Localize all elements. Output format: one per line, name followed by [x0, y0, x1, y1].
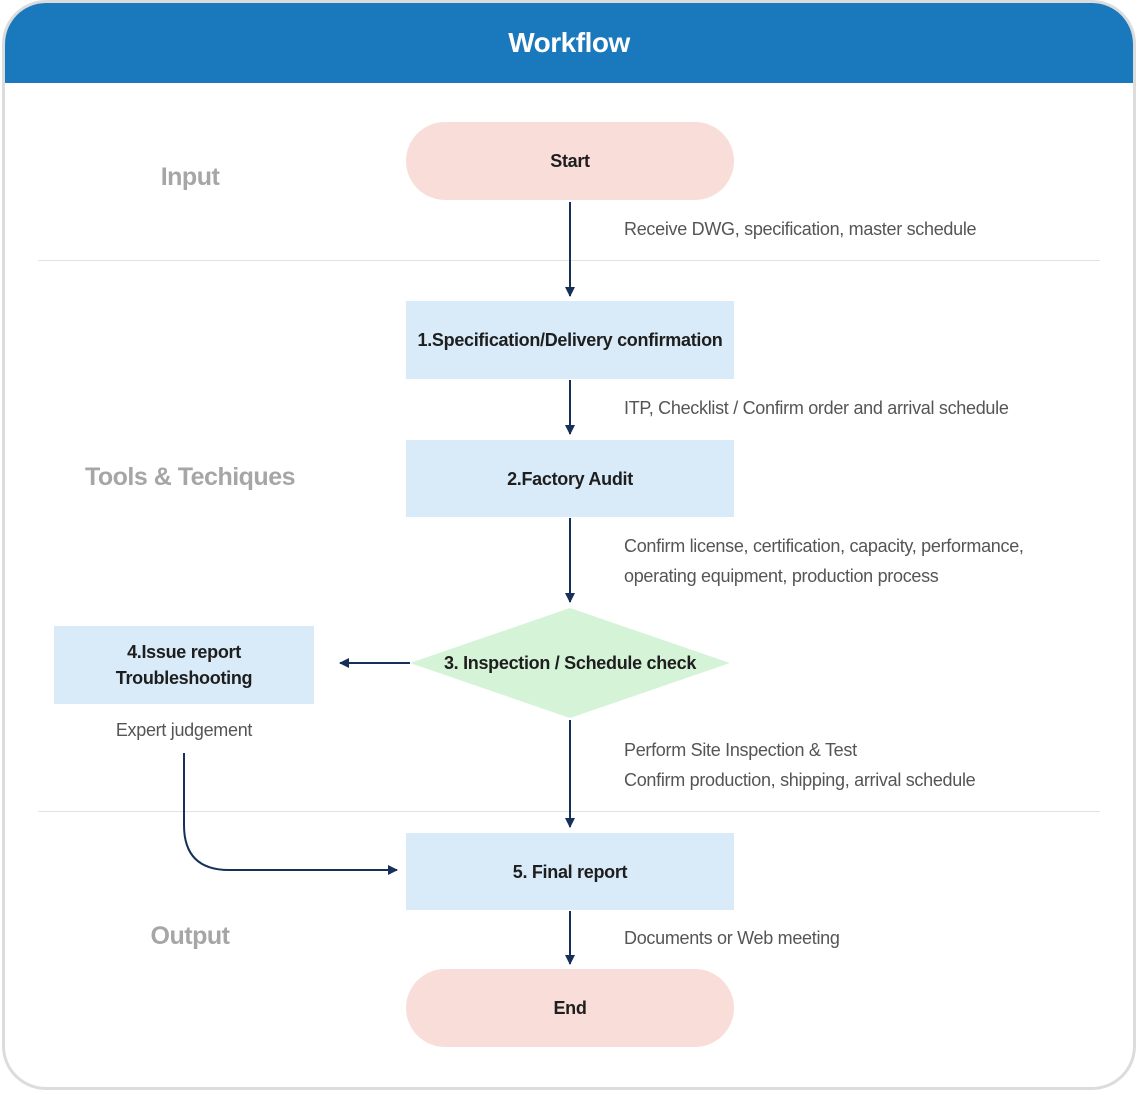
note-after-step2-line1: Confirm license, certification, capacity…: [624, 536, 1024, 556]
step5-node: 5. Final report: [406, 833, 734, 910]
phase-label-input: Input: [160, 163, 220, 191]
note-after-step2-line2: operating equipment, production process: [624, 566, 939, 586]
note-after-step3-line1: Perform Site Inspection & Test: [624, 740, 857, 760]
start-node: Start: [406, 122, 734, 200]
arrow-step4-to-step5: [183, 753, 398, 875]
end-node: End: [406, 969, 734, 1047]
step4-label-line2: Troubleshooting: [115, 668, 253, 688]
step4-node: 4.Issue report Troubleshooting: [54, 626, 314, 704]
header-title: Workflow: [5, 3, 1133, 83]
note-after-start: Receive DWG, specification, master sched…: [624, 219, 977, 239]
note-after-step5: Documents or Web meeting: [624, 928, 840, 948]
phase-label-output: Output: [150, 922, 230, 950]
step1-node: 1.Specification/Delivery confirmation: [406, 301, 734, 379]
step3-label: 3. Inspection / Schedule check: [443, 653, 697, 673]
step2-node: 2.Factory Audit: [406, 440, 734, 517]
step4-label-line1: 4.Issue report: [127, 642, 241, 662]
note-after-step1: ITP, Checklist / Confirm order and arriv…: [624, 398, 1009, 418]
decision-diamond: [410, 608, 730, 718]
note-under-step4: Expert judgement: [115, 720, 253, 740]
phase-label-tools: Tools & Techiques: [84, 463, 296, 491]
note-after-step3-line2: Confirm production, shipping, arrival sc…: [624, 770, 976, 790]
